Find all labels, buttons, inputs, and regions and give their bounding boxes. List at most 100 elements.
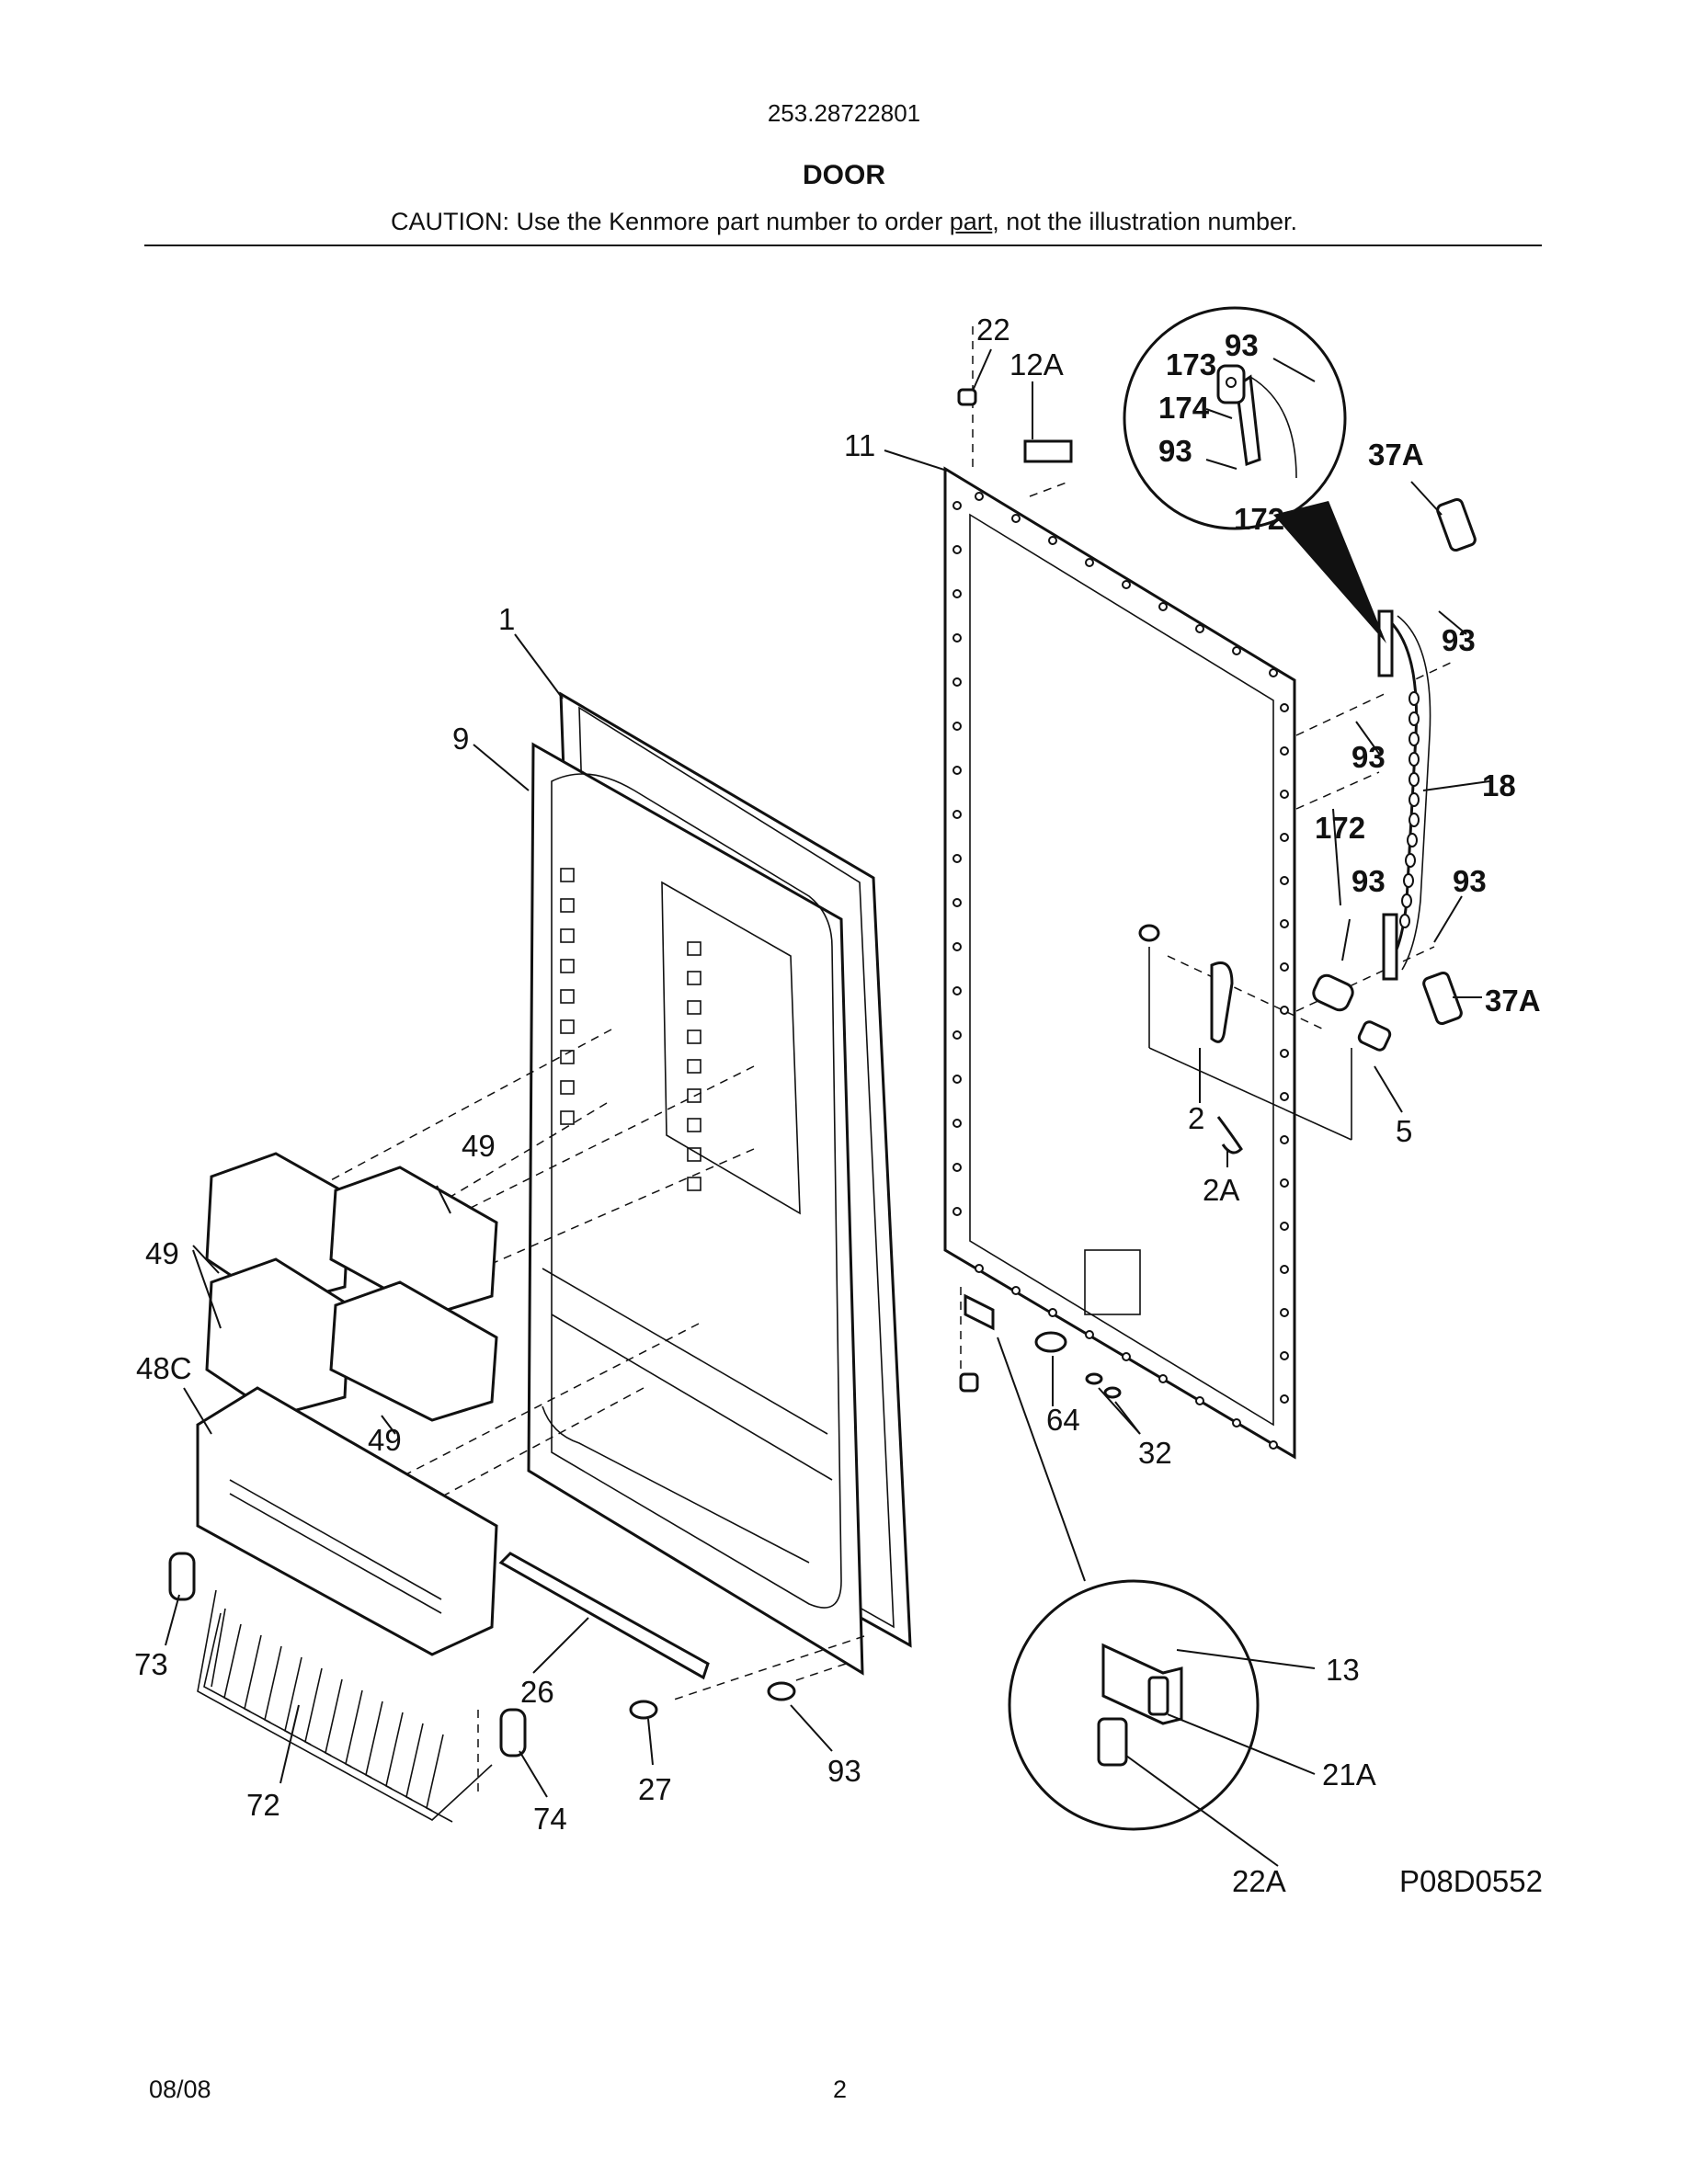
liner-tab (560, 1110, 575, 1125)
trim-strip (498, 1552, 710, 1680)
rim-hole (1122, 1352, 1131, 1361)
callout-leaders (165, 348, 1490, 1867)
liner-tab (560, 1050, 575, 1064)
callout-73: 73 (134, 1647, 168, 1681)
rim-hole (952, 1163, 962, 1172)
liner-tab (560, 959, 575, 973)
callout-1: 1 (498, 602, 515, 636)
callout-9: 9 (452, 722, 469, 756)
rim-hole (1280, 1222, 1289, 1231)
callout-labels: 22 12A 11 1 9 173 93 174 93 37A 172 93 9… (134, 313, 1543, 1898)
handle-hole (1409, 752, 1420, 767)
liner-tab (687, 1088, 701, 1103)
callout-72: 72 (246, 1788, 280, 1822)
callout-172: 172 (1315, 811, 1365, 845)
liner-tab (687, 1147, 701, 1162)
liner-tab (687, 971, 701, 985)
rim-hole (952, 942, 962, 951)
callout-37a-bottom: 37A (1485, 984, 1541, 1018)
caution-prefix: CAUTION: Use the Kenmore part number to … (391, 208, 950, 235)
basket-wire (223, 1623, 251, 1712)
callout-64: 64 (1046, 1403, 1080, 1437)
caution-suffix: , not the illustration number. (992, 208, 1297, 235)
callout-2: 2 (1188, 1101, 1204, 1135)
rim-hole (1280, 876, 1289, 885)
basket-wire (325, 1678, 352, 1768)
rim-hole (1280, 919, 1289, 928)
rim-hole (952, 633, 962, 643)
liner-tab (560, 1019, 575, 1034)
footer-date: 08/08 (149, 2076, 211, 2103)
rim-hole (1122, 580, 1131, 589)
liner-tab (560, 898, 575, 913)
rim-hole (1195, 624, 1204, 633)
callout-49-top: 49 (462, 1129, 496, 1163)
door-bins (205, 1152, 498, 1422)
rim-hole (1280, 1006, 1289, 1015)
callout-93-e: 93 (827, 1754, 861, 1788)
door-lock-parts (1138, 924, 1392, 1155)
rim-hole (1280, 962, 1289, 972)
callout-49-left: 49 (145, 1236, 179, 1270)
basket-clip-left (168, 1552, 196, 1601)
handle-hole (1409, 732, 1420, 746)
rim-hole (1085, 558, 1094, 567)
door-handle (1377, 609, 1431, 981)
handle-end-cap-top (1436, 497, 1477, 552)
basket-wire (345, 1689, 372, 1779)
liner-tab (687, 1118, 701, 1132)
section-title: DOOR (803, 160, 885, 190)
handle-hole (1407, 833, 1418, 847)
rim-hole (1269, 668, 1278, 677)
door-shelf (196, 1386, 498, 1656)
outer-door-panel (943, 466, 1296, 1460)
drawing-code: P08D0552 (1399, 1864, 1543, 1898)
callout-21a: 21A (1322, 1757, 1376, 1792)
hinge-detail-inset (997, 1337, 1260, 1831)
rim-hole (952, 854, 962, 863)
basket-wire (264, 1645, 291, 1735)
rim-hole (952, 1030, 962, 1040)
callout-172-inset: 172 (1234, 502, 1284, 536)
rim-hole (952, 1207, 962, 1216)
liner-tab (687, 1177, 701, 1191)
footer-page-number: 2 (833, 2076, 848, 2103)
rim-hole (1011, 514, 1021, 523)
callout-93-c: 93 (1352, 864, 1386, 898)
liner-tab (560, 928, 575, 943)
handle-hole (1401, 893, 1412, 908)
rim-hole (952, 545, 962, 554)
callout-22a: 22A (1232, 1864, 1286, 1898)
rim-hole (952, 677, 962, 687)
rim-hole (1280, 833, 1289, 842)
rim-hole (952, 501, 962, 510)
handle-hole (1399, 914, 1410, 928)
liner-tab (687, 1059, 701, 1074)
basket-clip-right (499, 1708, 527, 1757)
rim-hole (1269, 1440, 1278, 1450)
liner-tab (687, 941, 701, 956)
handle-hole (1403, 873, 1414, 888)
basket-wire (405, 1723, 433, 1812)
callout-26: 26 (520, 1675, 554, 1709)
callout-5: 5 (1396, 1114, 1412, 1148)
rim-hole (1280, 1308, 1289, 1317)
handle-end-cap-bottom (1422, 971, 1463, 1026)
basket-wire (284, 1656, 312, 1746)
callout-93-inset-top: 93 (1225, 328, 1259, 362)
inner-door-liner (527, 742, 864, 1676)
callout-13: 13 (1326, 1653, 1360, 1687)
rim-hole (1280, 746, 1289, 756)
model-number: 253.28722801 (767, 99, 921, 127)
handle-hole (1405, 853, 1416, 868)
callout-37a-top: 37A (1368, 438, 1424, 472)
rim-hole (1158, 1374, 1168, 1383)
rim-hole (1280, 1265, 1289, 1274)
rim-hole (1280, 1092, 1289, 1101)
handle-hole (1409, 711, 1420, 726)
rim-hole (952, 589, 962, 598)
callout-49-bottom: 49 (368, 1423, 402, 1457)
handle-hole (1409, 772, 1420, 787)
basket-wire (385, 1712, 413, 1801)
